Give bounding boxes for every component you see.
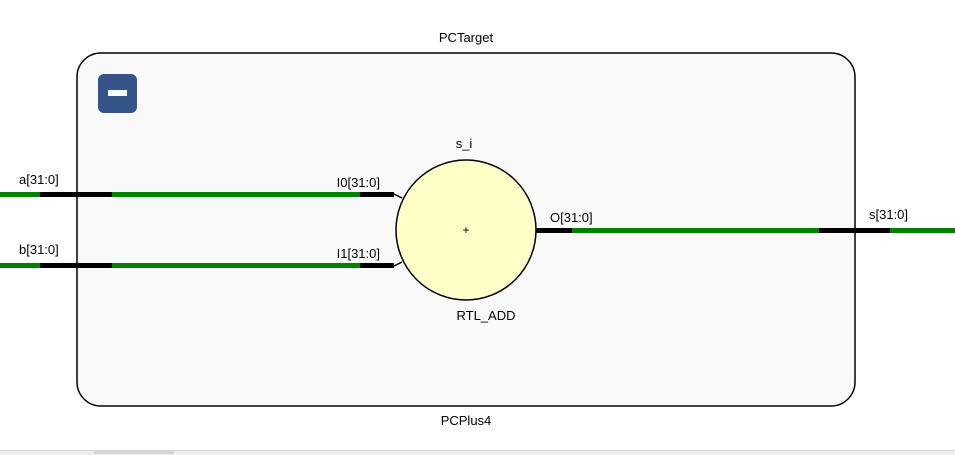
pin-stub-o <box>536 228 572 233</box>
pin-connector-i1 <box>393 261 403 267</box>
pin-connector-i0 <box>393 193 403 199</box>
net-b[interactable] <box>0 261 403 268</box>
port-stub-b <box>40 263 112 268</box>
pin-label-i0: I0[31:0] <box>337 175 380 190</box>
wire-a[interactable] <box>0 192 360 197</box>
collapse-button[interactable] <box>98 74 137 113</box>
minus-icon <box>108 90 127 96</box>
pin-stub-i0 <box>360 192 394 197</box>
net-a[interactable] <box>0 192 403 199</box>
cell-instance-name: s_i <box>456 136 473 151</box>
pin-stub-i1 <box>360 263 394 268</box>
port-stub-a <box>40 192 112 197</box>
adder-operator: + <box>462 223 469 237</box>
module-title-bottom: PCPlus4 <box>441 413 492 428</box>
bottom-scroll-bar[interactable] <box>0 450 955 455</box>
wire-s[interactable] <box>536 228 955 233</box>
pin-label-o: O[31:0] <box>550 210 593 225</box>
port-label-b: b[31:0] <box>19 242 59 257</box>
cell-type-name: RTL_ADD <box>456 308 515 323</box>
wire-b[interactable] <box>0 263 360 268</box>
adder-cell[interactable] <box>395 159 537 301</box>
module-title-top: PCTarget <box>439 30 494 45</box>
port-label-a: a[31:0] <box>19 172 59 187</box>
port-stub-s <box>819 228 890 233</box>
bottom-scroll-thumb[interactable] <box>94 450 174 454</box>
port-label-s: s[31:0] <box>869 207 908 222</box>
net-s[interactable] <box>536 228 955 233</box>
pin-label-i1: I1[31:0] <box>337 246 380 261</box>
